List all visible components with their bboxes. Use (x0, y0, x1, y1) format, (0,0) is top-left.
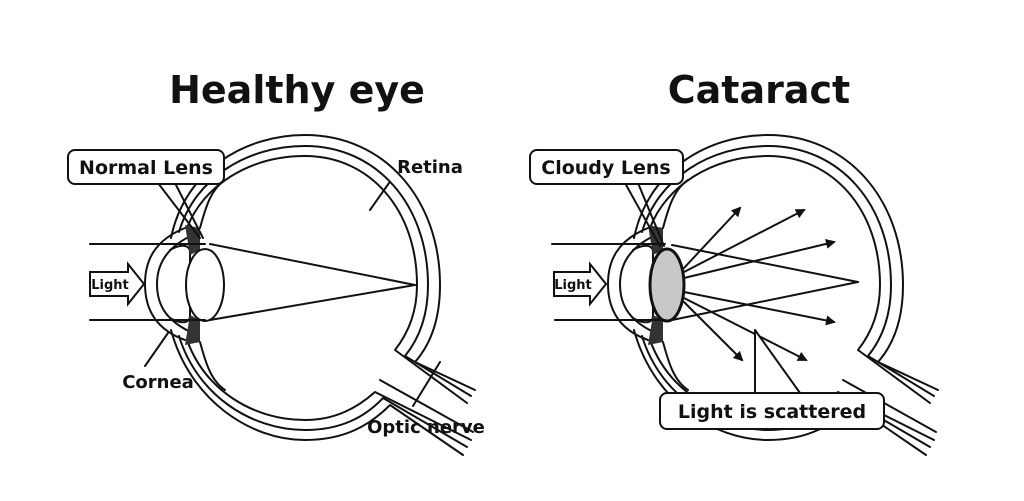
callout-label: Cloudy Lens (541, 157, 670, 179)
scatter-label: Light is scattered (678, 401, 866, 423)
cloudy-lens (648, 247, 686, 323)
optic-nerve-leader (412, 361, 441, 407)
panel-title: Cataract (668, 68, 850, 112)
retina-leader (369, 182, 390, 211)
light-arrow-icon: Light (553, 261, 608, 307)
scatter-callout: Light is scattered (659, 329, 885, 430)
cornea-leader (144, 332, 169, 367)
light-ray (209, 284, 416, 321)
light-ray (209, 243, 416, 286)
light-label: Light (91, 278, 129, 293)
light-ray (671, 244, 859, 283)
scattered-ray-arrow (683, 301, 744, 362)
normal-lens (185, 248, 225, 322)
light-arrow-icon: Light (89, 261, 146, 307)
panel-cataract: Cataract Light Cloudy Lens (529, 68, 939, 456)
panel-healthy-eye: Healthy eye Light Normal Lens Retina Cor… (67, 68, 485, 456)
optic-nerve-label: Optic nerve (367, 417, 485, 438)
scattered-ray-arrow (683, 206, 742, 269)
light-ray (671, 281, 859, 321)
scattered-ray-arrow (683, 291, 836, 326)
cloudy-lens-callout: Cloudy Lens (529, 149, 684, 247)
scattered-rays (683, 206, 836, 362)
light-label: Light (554, 278, 592, 293)
scattered-ray-arrow (683, 239, 836, 279)
scattered-ray-arrow (683, 209, 806, 273)
panel-title: Healthy eye (169, 68, 425, 112)
callout-label: Normal Lens (79, 157, 213, 179)
retina-label: Retina (397, 157, 463, 178)
normal-lens-callout: Normal Lens (67, 149, 225, 239)
cornea-label: Cornea (122, 372, 194, 393)
scattered-ray-arrow (683, 297, 808, 361)
